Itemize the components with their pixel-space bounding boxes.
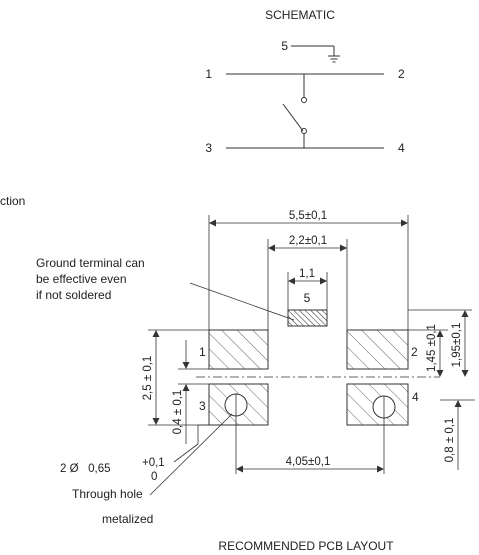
switch-symbol-icon xyxy=(282,74,307,148)
schematic: SCHEMATIC 5 1 2 3 4 xyxy=(205,8,405,155)
dim-08: 0,8 ± 0,1 xyxy=(444,418,456,463)
through-hole-left xyxy=(224,393,248,417)
hole-note-leader xyxy=(149,413,233,496)
pad-label-2: 2 xyxy=(411,345,418,359)
pad-1 xyxy=(208,329,269,370)
pad-2 xyxy=(346,329,409,370)
dim-inner-width: 2,2±0,1 xyxy=(289,235,327,247)
schematic-pin-3: 3 xyxy=(205,141,212,155)
pad-label-5: 5 xyxy=(304,291,311,305)
ground-note-leader xyxy=(189,282,295,321)
through-hole-right xyxy=(372,395,396,419)
schematic-title: SCHEMATIC xyxy=(265,8,335,22)
dim-195: 1,95±0,1 xyxy=(451,323,463,368)
pad-label-1: 1 xyxy=(199,345,206,359)
dim-height-total: 2,5 ± 0,1 xyxy=(142,356,154,401)
hole-note-line-2: metalized xyxy=(102,512,153,526)
hole-note-line-1: Through hole xyxy=(72,487,143,501)
dim-overall-width: 5,5±0,1 xyxy=(289,210,327,222)
schematic-pin-4: 4 xyxy=(398,141,405,155)
ground-note-line-1: Ground terminal can xyxy=(36,256,145,270)
cropped-side-text: ction xyxy=(0,194,25,208)
dim-hole-tol-minus: 0 xyxy=(151,471,157,483)
hole-diameter-leader xyxy=(173,424,228,463)
ground-pad-5 xyxy=(287,309,328,327)
schematic-pin-5: 5 xyxy=(281,39,288,53)
layout-title: RECOMMENDED PCB LAYOUT xyxy=(218,539,394,553)
dim-ground-width: 1,1 xyxy=(299,268,315,280)
dim-hole-diameter: 2 Ø 0,65 xyxy=(60,463,111,475)
schematic-pin-1: 1 xyxy=(205,67,212,81)
dim-pitch: 4,05±0,1 xyxy=(286,456,331,468)
schematic-pin-2: 2 xyxy=(398,67,405,81)
ground-note-line-3: if not soldered xyxy=(36,288,111,302)
ground-note-line-2: be effective even xyxy=(36,272,127,286)
dim-hole-tol-plus: +0,1 xyxy=(142,457,165,469)
pad-label-3: 3 xyxy=(199,399,206,413)
pad-label-4: 4 xyxy=(412,390,419,404)
dim-145: 1,45 ±0,1 xyxy=(426,324,438,372)
ground-symbol-icon xyxy=(328,55,340,63)
dim-gap: 0,4 ± 0,1 xyxy=(172,390,184,435)
pcb-layout: 5,5±0,1 2,2±0,1 1,1 5 Ground terminal ca… xyxy=(36,210,475,553)
